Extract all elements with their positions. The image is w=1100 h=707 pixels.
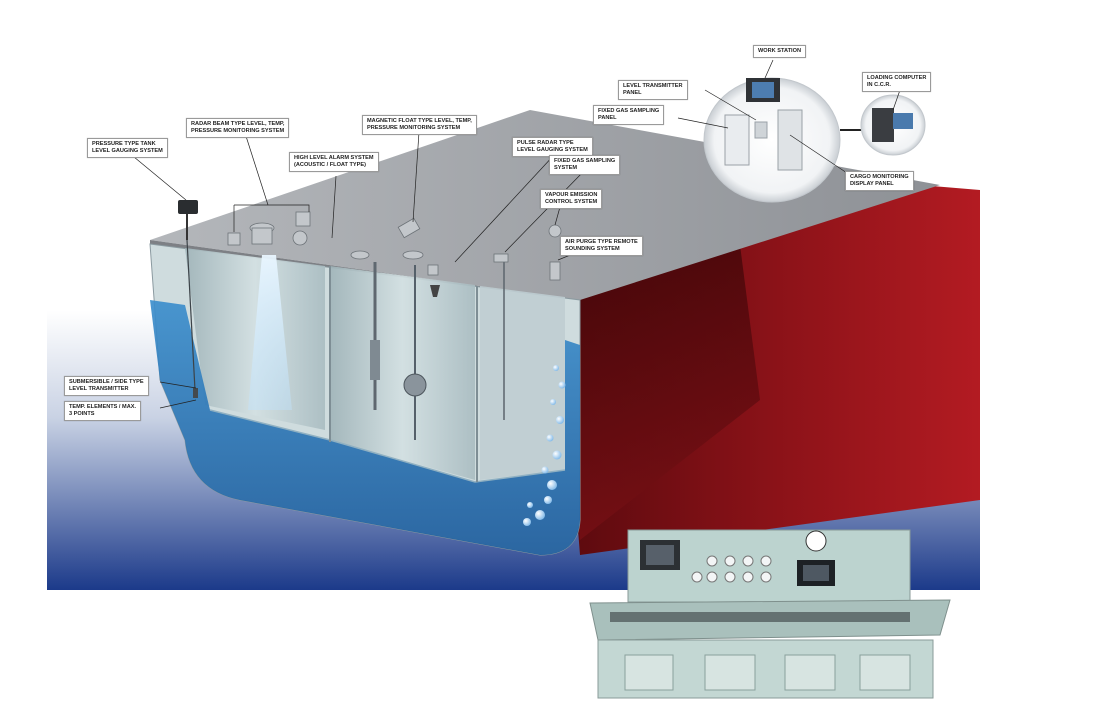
callout-loading-computer-line1: LOADING COMPUTER <box>867 75 927 81</box>
callout-cargo-monitoring: CARGO MONITORING DISPLAY PANEL <box>845 171 914 191</box>
callout-submersible-line2: LEVEL TRANSMITTER <box>69 386 129 392</box>
callout-high-level-alarm-line1: HIGH LEVEL ALARM SYSTEM <box>294 155 374 161</box>
callout-cargo-monitoring-line2: DISPLAY PANEL <box>850 181 894 187</box>
callout-temp-elements-line1: TEMP. ELEMENTS / MAX. <box>69 404 137 410</box>
callout-submersible: SUBMERSIBLE / SIDE TYPE LEVEL TRANSMITTE… <box>64 376 149 396</box>
callout-pulse-radar-line1: PULSE RADAR TYPE <box>517 140 574 146</box>
callout-loading-computer: LOADING COMPUTER IN C.C.R. <box>862 72 932 92</box>
callout-level-transmitter-panel-line2: PANEL <box>623 90 642 96</box>
callout-fixed-gas-system-line1: FIXED GAS SAMPLING <box>554 158 616 164</box>
callout-high-level-alarm-line2: (ACOUSTIC / FLOAT TYPE) <box>294 162 366 168</box>
callout-magnetic-float-line1: MAGNETIC FLOAT TYPE LEVEL, TEMP, <box>367 118 472 124</box>
callout-pulse-radar: PULSE RADAR TYPE LEVEL GAUGING SYSTEM <box>512 137 593 157</box>
callout-temp-elements: TEMP. ELEMENTS / MAX. 3 POINTS <box>64 401 142 421</box>
callout-radar-beam-line1: RADAR BEAM TYPE LEVEL, TEMP, <box>191 121 285 127</box>
tank-wall-middle <box>330 266 475 480</box>
callout-fixed-gas-system: FIXED GAS SAMPLING SYSTEM <box>549 155 621 175</box>
callout-fixed-gas-panel: FIXED GAS SAMPLING PANEL <box>593 105 665 125</box>
control-console <box>589 529 951 699</box>
submersible-sensor <box>193 388 198 398</box>
magnetic-float <box>403 373 427 397</box>
leader-lines <box>127 59 901 409</box>
callout-vapour-emission-line2: CONTROL SYSTEM <box>545 199 598 205</box>
callout-magnetic-float: MAGNETIC FLOAT TYPE LEVEL, TEMP, PRESSUR… <box>362 115 477 135</box>
callout-pressure-type: PRESSURE TYPE TANK LEVEL GAUGING SYSTEM <box>87 138 168 158</box>
deck-light <box>430 285 440 297</box>
alarm-float <box>370 340 380 380</box>
callout-vapour-emission: VAPOUR EMISSION CONTROL SYSTEM <box>540 189 603 209</box>
work-station-screen <box>752 82 774 98</box>
radar-beam <box>248 255 292 410</box>
callout-high-level-alarm: HIGH LEVEL ALARM SYSTEM (ACOUSTIC / FLOA… <box>289 152 379 172</box>
tank-floor <box>209 409 566 483</box>
callout-level-transmitter-panel: LEVEL TRANSMITTER PANEL <box>618 80 688 100</box>
callout-submersible-line1: SUBMERSIBLE / SIDE TYPE <box>69 379 144 385</box>
air-bubbles <box>523 365 566 526</box>
callout-radar-beam-line2: PRESSURE MONITORING SYSTEM <box>191 128 285 134</box>
callout-work-station-line1: WORK STATION <box>758 48 801 54</box>
pressure-gauge-display <box>178 200 198 214</box>
callout-radar-beam: RADAR BEAM TYPE LEVEL, TEMP, PRESSURE MO… <box>186 118 290 138</box>
callout-pulse-radar-line2: LEVEL GAUGING SYSTEM <box>517 147 588 153</box>
callout-magnetic-float-line2: PRESSURE MONITORING SYSTEM <box>367 125 461 131</box>
loading-computer-screen <box>893 113 913 129</box>
callout-pressure-type-line2: LEVEL GAUGING SYSTEM <box>92 148 163 154</box>
callout-air-purge-line1: AIR PURGE TYPE REMOTE <box>565 239 638 245</box>
hull-side-dark <box>560 245 760 540</box>
callout-fixed-gas-panel-line2: PANEL <box>598 115 617 121</box>
deck-instruments <box>227 211 562 281</box>
tank-liquid <box>150 300 580 555</box>
callout-air-purge: AIR PURGE TYPE REMOTE SOUNDING SYSTEM <box>560 236 643 256</box>
callout-cargo-monitoring-line1: CARGO MONITORING <box>850 174 909 180</box>
callout-loading-computer-line2: IN C.C.R. <box>867 82 891 88</box>
callout-temp-elements-line2: 3 POINTS <box>69 411 95 417</box>
callout-pressure-type-line1: PRESSURE TYPE TANK <box>92 141 156 147</box>
loading-computer-pc <box>872 108 894 142</box>
callout-air-purge-line2: SOUNDING SYSTEM <box>565 246 620 252</box>
callout-fixed-gas-system-line2: SYSTEM <box>554 165 578 171</box>
submersible-cable <box>186 239 196 391</box>
level-transmitter-box <box>754 121 768 139</box>
callout-vapour-emission-line1: VAPOUR EMISSION <box>545 192 598 198</box>
callout-fixed-gas-panel-line1: FIXED GAS SAMPLING <box>598 108 660 114</box>
callout-work-station: WORK STATION <box>753 45 806 58</box>
callout-level-transmitter-panel-line1: LEVEL TRANSMITTER <box>623 83 683 89</box>
cargo-display-cabinet <box>777 109 803 171</box>
tank-wall-right <box>480 286 565 480</box>
fixed-gas-panel-cabinet <box>724 114 750 166</box>
